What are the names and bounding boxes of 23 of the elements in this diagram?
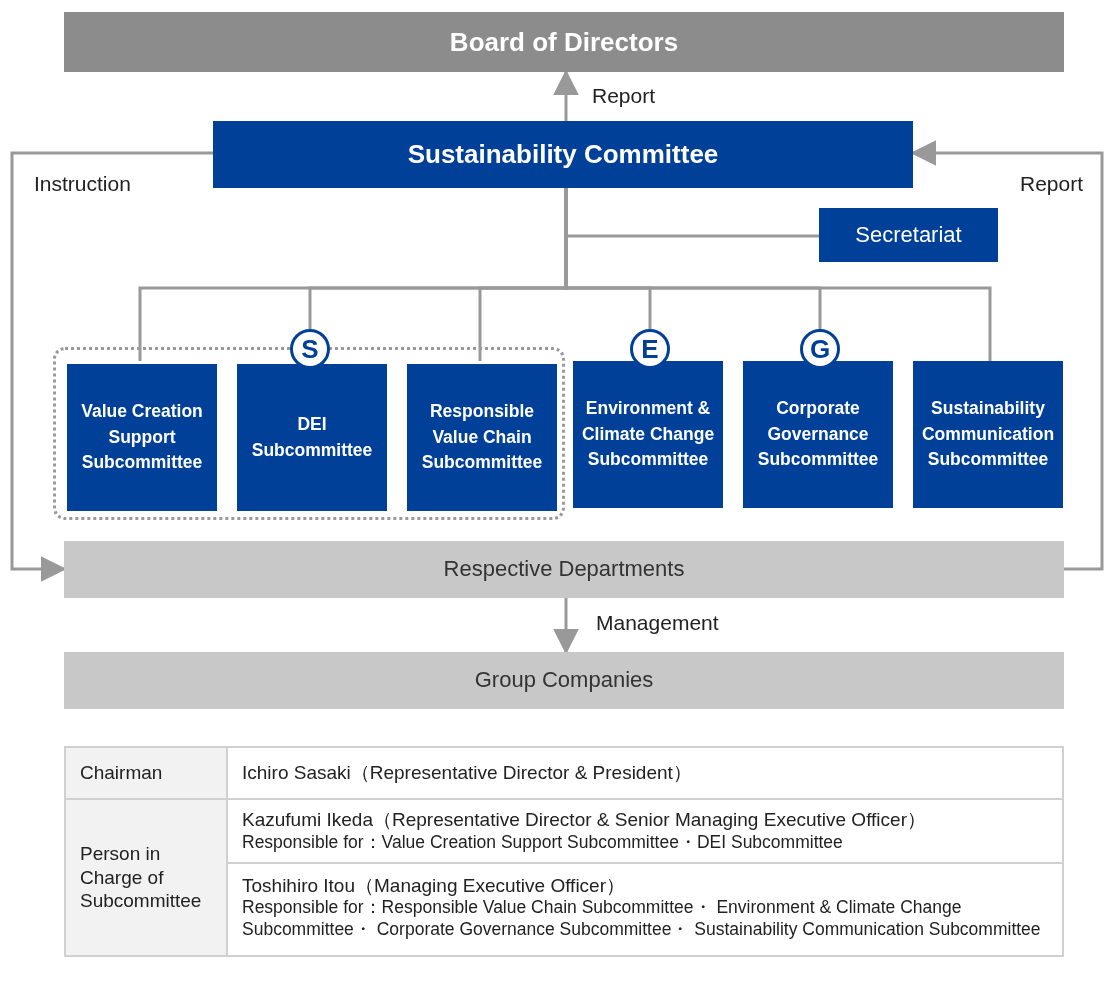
arrow xyxy=(10,151,213,582)
subcommittee-box: Environment & Climate Change Subcommittee xyxy=(573,361,723,508)
table-cell: Chairman xyxy=(65,747,227,799)
subcommittee-box: Value Creation Support Subcommittee xyxy=(67,364,217,511)
subcommittee-box: Sustainability Communication Subcommittee xyxy=(913,361,1063,508)
responsibility-text: Responsible for：Responsible Value Chain Subcommittee・ Environment & Climate Change Subcommittee・ Corporate Governance Subcommittee・ Sustainability Communication Subcommittee xyxy=(242,897,1042,942)
board-box: Board of Directors xyxy=(64,12,1064,72)
person-name: Kazufumi Ikeda（Representative Director & Senior Managing Executive Officer） xyxy=(242,808,927,832)
department-box: Group Companies xyxy=(64,652,1064,709)
responsibility-text: Responsible for：Value Creation Support Subcommittee・DEI Subcommittee xyxy=(242,831,844,854)
secretariat-box: Secretariat xyxy=(819,208,998,262)
letter-badge: E xyxy=(630,329,670,369)
letter-badge: G xyxy=(800,329,840,369)
subcommittee-box: Corporate Governance Subcommittee xyxy=(743,361,893,508)
subcommittee-box: Responsible Value Chain Subcommittee xyxy=(407,364,557,511)
person-name: Toshihiro Itou（Managing Executive Officer） xyxy=(242,873,626,898)
table-cell: Person in Charge of Subcommittee xyxy=(65,799,227,957)
subcommittee-box: DEI Subcommittee xyxy=(237,364,387,511)
committee-box: Sustainability Committee xyxy=(213,121,913,188)
arrow xyxy=(553,598,579,655)
department-box: Respective Departments xyxy=(64,541,1064,598)
letter-badge: S xyxy=(290,329,330,369)
table-cell: Ichiro Sasaki（Representative Director & President） xyxy=(227,747,1063,799)
